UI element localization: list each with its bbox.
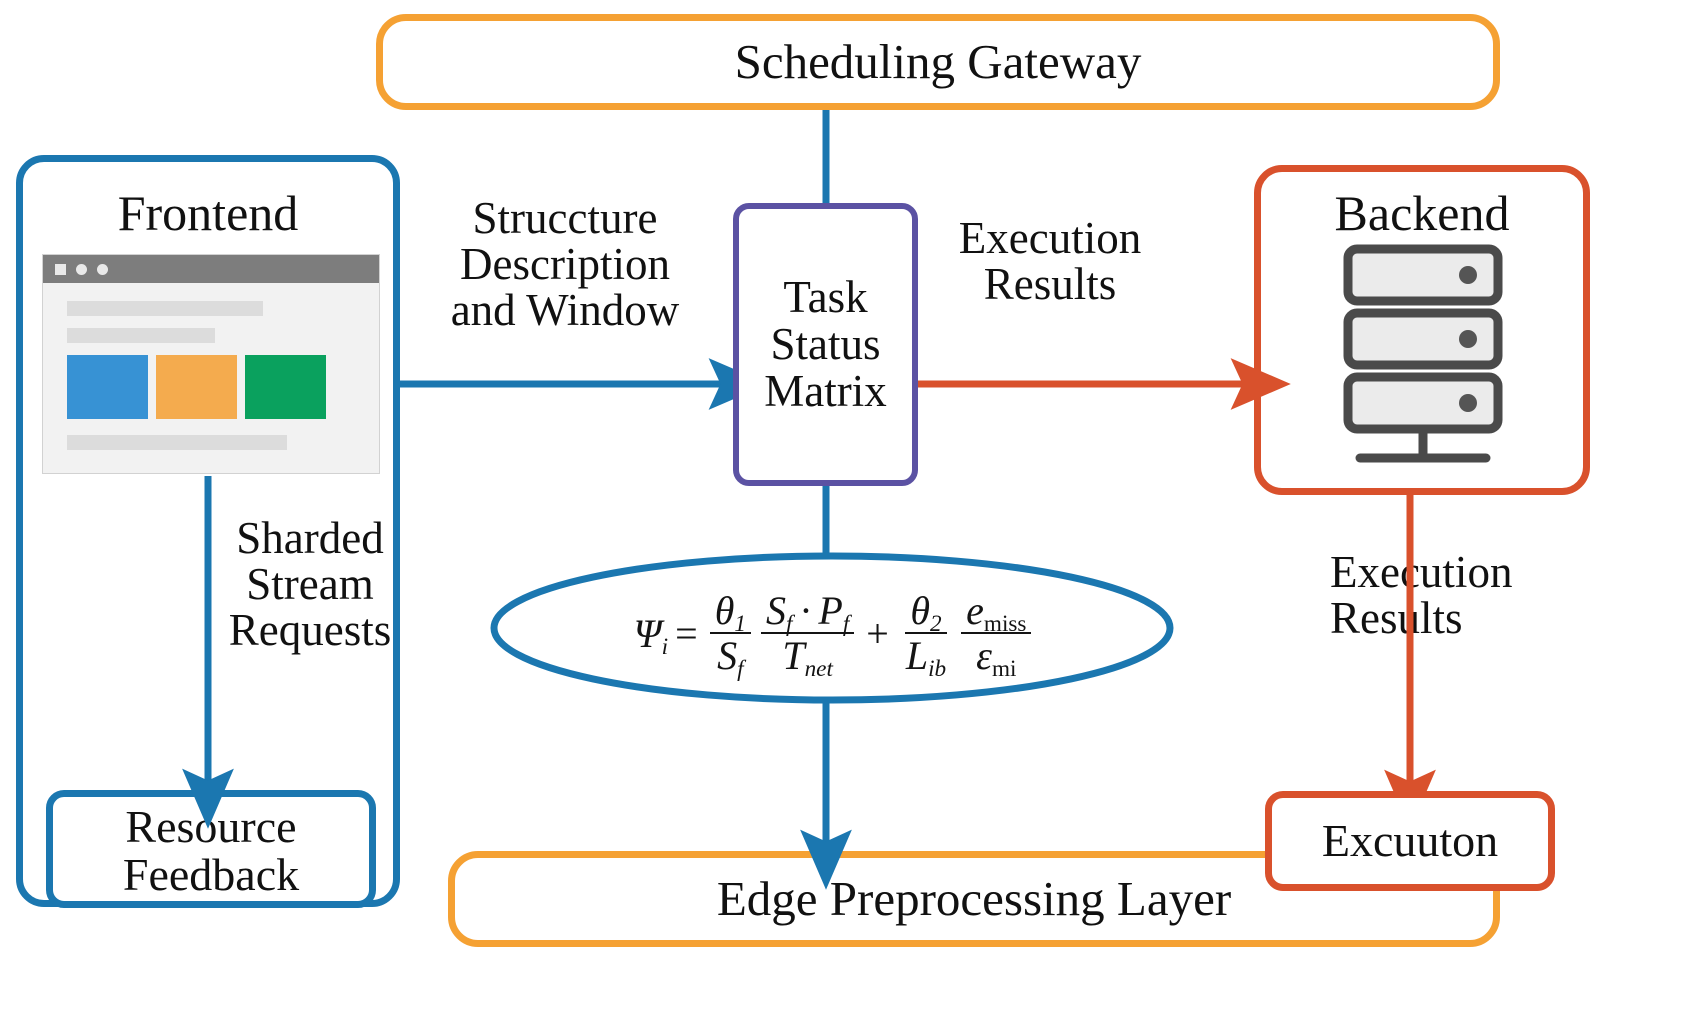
placeholder-text-bar-3 — [67, 435, 287, 450]
formula-term1-fraction: Sf · Pf Tnet — [760, 589, 855, 682]
formula-plus: + — [866, 610, 889, 656]
edge-label-structure-description: Struccture Description and Window — [450, 193, 680, 335]
frontend-label: Frontend — [117, 185, 299, 241]
browser-circle-icon-2 — [97, 264, 108, 275]
task-status-matrix-label: Task Status Matrix — [764, 272, 887, 416]
formula-term2-fraction: emiss εmi — [961, 589, 1032, 682]
node-scheduling-gateway[interactable]: Scheduling Gateway — [376, 14, 1500, 110]
placeholder-text-bar-2 — [67, 328, 215, 343]
edge-label-execution-results-top: Execution Results — [958, 213, 1142, 309]
server-rack-icon — [1343, 244, 1503, 463]
resource-feedback-label: Resource Feedback — [122, 801, 300, 900]
scheduling-cost-formula: Ψi = θ1 Sf Sf · Pf Tnet + θ2 Lib emiss ε… — [505, 578, 1165, 688]
browser-window-illustration — [42, 254, 380, 474]
formula-term2-coefficient: θ2 Lib — [905, 587, 947, 683]
scheduling-gateway-label: Scheduling Gateway — [734, 33, 1142, 89]
browser-square-icon — [55, 264, 66, 275]
edge-label-execution-results-right: Execution Results — [1330, 547, 1513, 643]
formula-expression: Ψi = θ1 Sf Sf · Pf Tnet + θ2 Lib emiss ε… — [633, 587, 1037, 683]
node-resource-feedback[interactable]: Resource Feedback — [46, 790, 376, 908]
content-card-orange — [156, 355, 237, 419]
edge-preprocessing-layer-label: Edge Preprocessing Layer — [716, 870, 1232, 926]
node-task-status-matrix[interactable]: Task Status Matrix — [733, 203, 918, 486]
content-card-blue — [67, 355, 148, 419]
backend-label: Backend — [1334, 185, 1510, 241]
formula-equals: = — [675, 610, 698, 656]
formula-lhs: Ψi — [633, 610, 669, 660]
browser-circle-icon-1 — [76, 264, 87, 275]
placeholder-text-bar-1 — [67, 301, 263, 316]
node-excuuton[interactable]: Excuuton — [1265, 791, 1555, 891]
browser-titlebar — [43, 255, 379, 283]
content-card-green — [245, 355, 326, 419]
edge-label-sharded-stream-requests: Sharded Stream Requests — [228, 513, 392, 655]
formula-term1-coefficient: θ1 Sf — [709, 589, 751, 682]
excuuton-label: Excuuton — [1321, 815, 1499, 867]
